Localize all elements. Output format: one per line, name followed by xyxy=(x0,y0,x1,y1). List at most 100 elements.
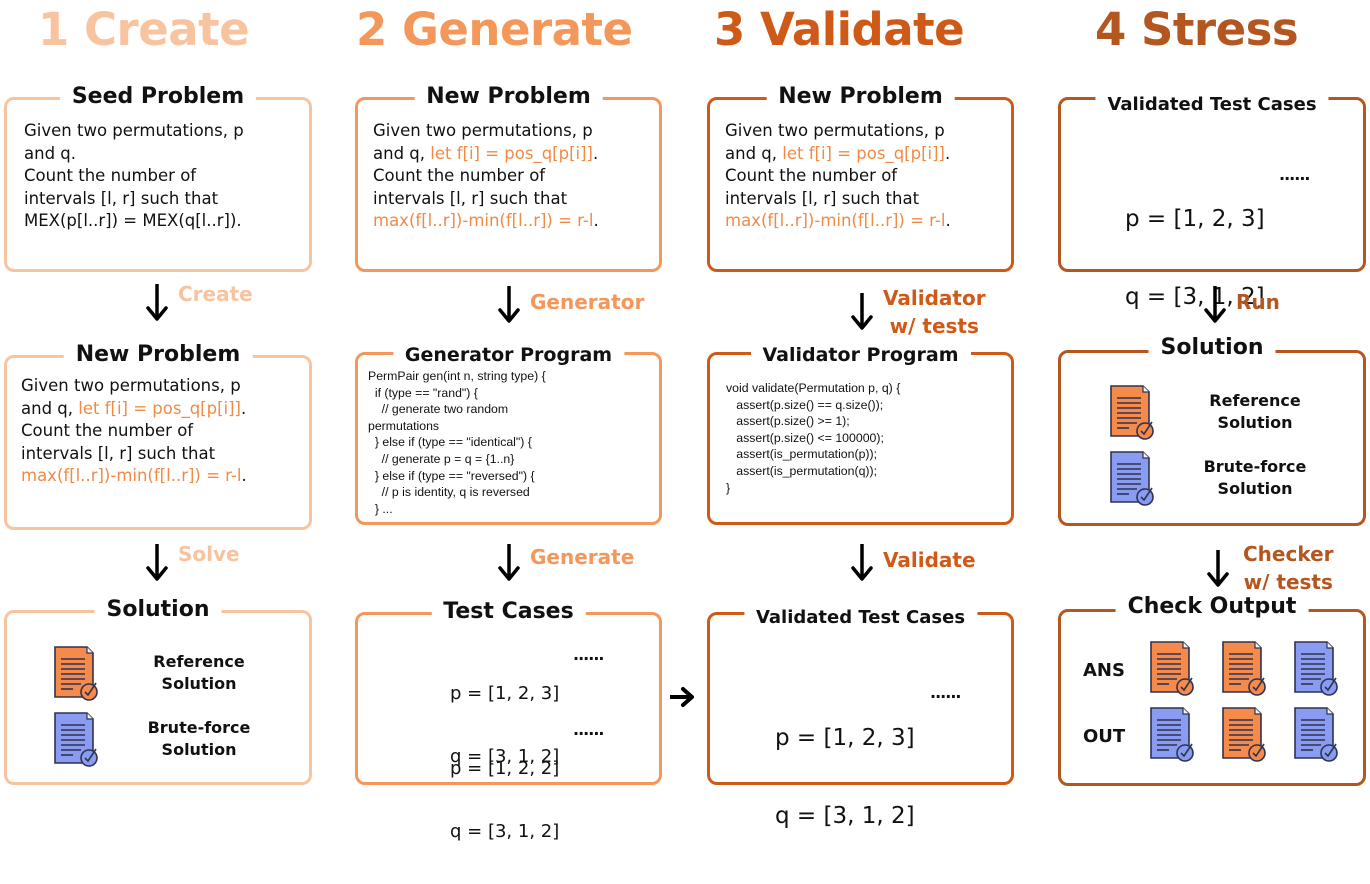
step-label-generate: Generate xyxy=(530,545,635,569)
problem-line: Count the number of xyxy=(24,166,197,185)
step-validate: Validate xyxy=(851,542,976,582)
problem-line: intervals [l, r] such that xyxy=(373,188,568,208)
solution-label: Solution xyxy=(1217,413,1293,432)
problem-line: and q, let f[i] = pos_q[p[i]]. xyxy=(373,143,599,163)
new-problem-title: New Problem xyxy=(414,80,603,114)
more-ellipsis: ...... xyxy=(930,683,961,702)
step-run: Run xyxy=(1204,284,1280,324)
problem-line: Given two permutations, p xyxy=(725,121,945,140)
problem-line: Given two permutations, p xyxy=(21,376,241,395)
validated-test-cases-title: Validated Test Cases xyxy=(1095,88,1329,122)
problem-line: Given two permutations, p xyxy=(373,121,593,140)
reference-solution: Reference Solution xyxy=(1109,384,1317,440)
solution-label: Solution xyxy=(161,740,237,759)
solution-label: Solution xyxy=(161,674,237,693)
check-output-title: Check Output xyxy=(1115,590,1309,624)
ans-label: ANS xyxy=(1083,660,1125,681)
solution-box-stress: Solution Reference Solution Brute-force … xyxy=(1058,331,1366,526)
problem-line: and q. xyxy=(24,143,77,163)
brute-force-solution: Brute-force Solution xyxy=(53,711,259,767)
problem-line: intervals [l, r] such that xyxy=(24,188,219,208)
generator-program-box: Generator Program PermPair gen(int n, st… xyxy=(355,338,662,525)
brute-force-solution: Brute-force Solution xyxy=(1109,450,1317,506)
problem-line: Count the number of xyxy=(725,166,898,185)
problem-line: max(f[l..r])-min(f[l..r]) = r-l. xyxy=(725,211,951,230)
step-create: Create xyxy=(146,282,253,322)
step-label-validate: Validate xyxy=(883,548,976,572)
solution-label: Brute-force xyxy=(147,718,251,737)
step-generator: Generator xyxy=(498,284,644,324)
arrow-down-icon xyxy=(851,291,873,331)
step-checker: Checker w/ tests xyxy=(1207,540,1334,596)
column-title-validate: 3 Validate xyxy=(714,3,965,56)
test-case-2: p = [1, 2, 2] q = [3, 1, 2] xyxy=(450,758,560,842)
validator-program-box: Validator Program void validate(Permutat… xyxy=(707,338,1014,525)
step-label-generator: Generator xyxy=(530,290,645,314)
column-title-create: 1 Create xyxy=(38,3,250,56)
step-label-validator: Validator w/ tests xyxy=(883,286,986,338)
validated-test-cases-box: Validated Test Cases p = [1, 2, 3] q = [… xyxy=(707,601,1014,829)
column-title-generate: 2 Generate xyxy=(356,3,633,56)
solution-title: Solution xyxy=(94,593,222,627)
problem-line: and q, let f[i] = pos_q[p[i]]. xyxy=(725,143,951,163)
problem-line: Given two permutations, p xyxy=(24,121,244,140)
validator-program-title: Validator Program xyxy=(750,338,971,372)
new-problem-title: New Problem xyxy=(766,80,955,114)
validator-code: void validate(Permutation p, q) { assert… xyxy=(726,381,901,495)
orange-document-check-icon xyxy=(1149,640,1195,696)
problem-line: MEX(p[l..r]) = MEX(q[l..r]). xyxy=(24,211,242,230)
check-output-box: Check Output ANS OUT xyxy=(1058,590,1366,786)
step-label-create: Create xyxy=(178,282,253,306)
arrow-down-icon xyxy=(1204,284,1226,324)
new-problem-text: Given two permutations, p and q, let f[i… xyxy=(21,375,301,488)
arrow-down-icon xyxy=(146,282,168,322)
test-case-1: p = [1, 2, 3] q = [3, 1, 2] xyxy=(450,683,560,767)
solution-label: Reference xyxy=(1209,391,1301,410)
arrow-down-icon xyxy=(498,284,520,324)
orange-document-check-icon xyxy=(1109,384,1155,440)
orange-document-check-icon xyxy=(1221,640,1267,696)
step-solve: Solve xyxy=(146,542,240,582)
blue-document-check-icon xyxy=(1293,706,1339,762)
step-validator: Validator w/ tests xyxy=(851,282,986,340)
generator-code: PermPair gen(int n, string type) { if (t… xyxy=(368,369,546,516)
blue-document-check-icon xyxy=(1293,640,1339,696)
test-cases-title: Test Cases xyxy=(431,595,586,629)
arrow-down-icon xyxy=(1207,548,1229,588)
arrow-right-icon xyxy=(670,687,694,707)
seed-problem-title: Seed Problem xyxy=(59,80,257,114)
column-title-stress: 4 Stress xyxy=(1095,3,1299,56)
problem-line: Count the number of xyxy=(21,421,194,440)
arrow-down-icon xyxy=(498,542,520,582)
new-problem-box-create: New Problem Given two permutations, p an… xyxy=(4,338,312,530)
seed-problem-box: Seed Problem Given two permutations, p a… xyxy=(4,80,312,272)
blue-document-check-icon xyxy=(1149,706,1195,762)
new-problem-title: New Problem xyxy=(63,338,253,372)
step-label-run: Run xyxy=(1236,290,1280,314)
problem-line: max(f[l..r])-min(f[l..r]) = r-l. xyxy=(373,211,599,230)
validated-test-cases-box-stress: Validated Test Cases p = [1, 2, 3] q = [… xyxy=(1058,88,1366,310)
out-label: OUT xyxy=(1083,726,1126,747)
test-cases-box: Test Cases p = [1, 2, 3] q = [3, 1, 2] .… xyxy=(355,595,662,842)
step-label-checker: Checker w/ tests xyxy=(1243,542,1334,594)
blue-document-check-icon xyxy=(53,711,99,767)
new-problem-box-generate: New Problem Given two permutations, p an… xyxy=(355,80,662,272)
blue-document-check-icon xyxy=(1109,450,1155,506)
solution-label: Solution xyxy=(1217,479,1293,498)
orange-document-check-icon xyxy=(53,645,99,701)
validated-test-case: p = [1, 2, 3] q = [3, 1, 2] xyxy=(775,725,915,829)
more-ellipsis: ...... xyxy=(1279,165,1310,184)
arrow-down-icon xyxy=(146,542,168,582)
problem-line: Count the number of xyxy=(373,166,546,185)
problem-line: max(f[l..r])-min(f[l..r]) = r-l. xyxy=(21,466,247,485)
solution-label: Brute-force xyxy=(1203,457,1307,476)
orange-document-check-icon xyxy=(1221,706,1267,762)
validated-test-case: p = [1, 2, 3] q = [3, 1, 2] xyxy=(1125,206,1265,310)
solution-label: Reference xyxy=(153,652,245,671)
more-ellipsis: ...... xyxy=(573,720,604,739)
problem-line: and q, let f[i] = pos_q[p[i]]. xyxy=(21,398,247,418)
generator-program-title: Generator Program xyxy=(392,338,625,372)
more-ellipsis: ...... xyxy=(573,645,604,664)
solution-title: Solution xyxy=(1148,331,1276,365)
reference-solution: Reference Solution xyxy=(53,645,259,701)
